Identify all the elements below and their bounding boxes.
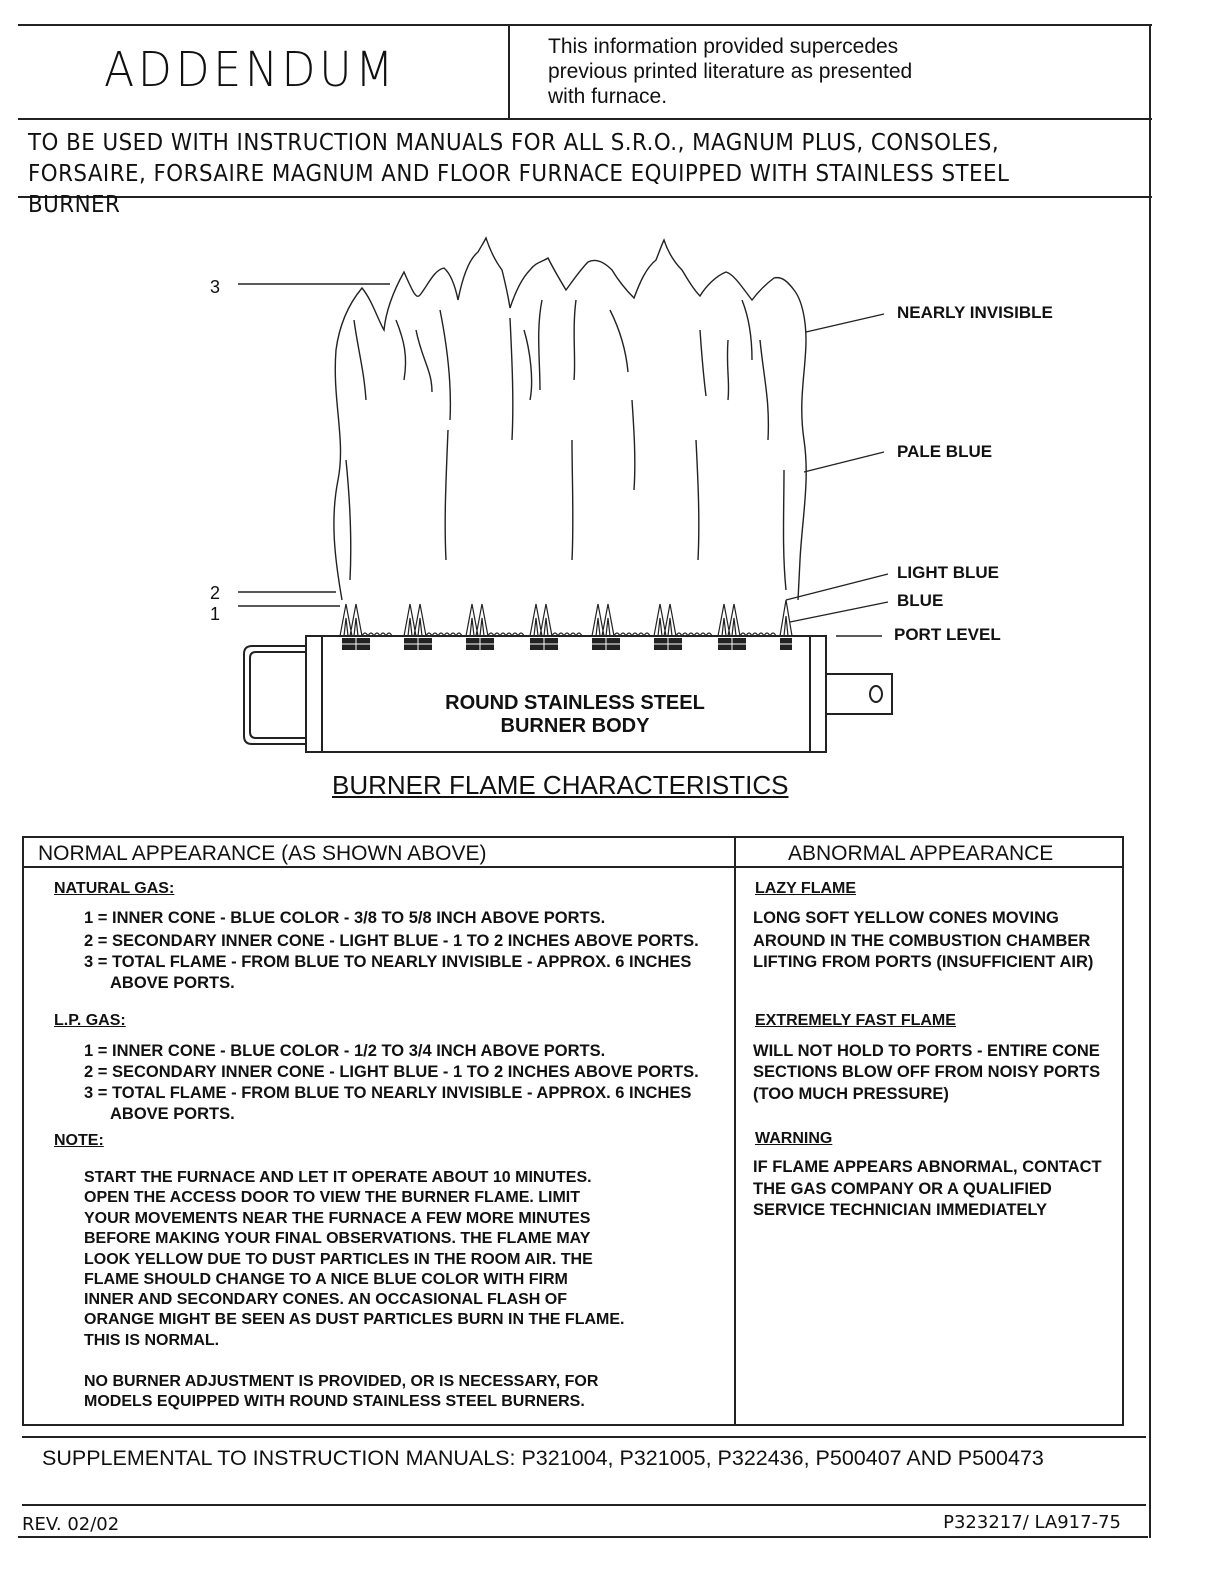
natural-gas-item: 2 = SECONDARY INNER CONE - LIGHT BLUE - … (84, 932, 699, 950)
lp-gas-item: 2 = SECONDARY INNER CONE - LIGHT BLUE - … (84, 1063, 699, 1081)
lp-gas-item: ABOVE PORTS. (110, 1105, 235, 1123)
leader-light-blue (785, 573, 889, 601)
supplemental-line: SUPPLEMENTAL TO INSTRUCTION MANUALS: P32… (42, 1446, 1044, 1470)
footer-rule-top (22, 1436, 1146, 1438)
addendum-title: ADDENDUM (104, 42, 398, 98)
warning-heading: WARNING (755, 1130, 833, 1147)
label-pale-blue: PALE BLUE (897, 442, 993, 461)
label-nearly-invisible: NEARLY INVISIBLE (897, 303, 1053, 322)
natural-gas-item: ABOVE PORTS. (110, 974, 235, 992)
natural-gas-item: 1 = INNER CONE - BLUE COLOR - 3/8 TO 5/8… (84, 909, 606, 927)
revision-label: REV. 02/02 (22, 1514, 120, 1535)
header-bottom-rule (18, 118, 1152, 120)
label-light-blue: LIGHT BLUE (897, 563, 999, 582)
note-line: ORANGE MIGHT BE SEEN AS DUST PARTICLES B… (84, 1311, 625, 1328)
abnormal-appearance-header: ABNORMAL APPEARANCE (788, 842, 1054, 865)
applies-bottom-rule (18, 196, 1152, 198)
fast-flame-line: (TOO MUCH PRESSURE) (753, 1085, 949, 1103)
leader-blue (789, 601, 889, 623)
label-port-level: PORT LEVEL (894, 625, 1001, 644)
footer-rule-bottom (18, 1536, 1148, 1538)
natural-gas-item: 3 = TOTAL FLAME - FROM BLUE TO NEARLY IN… (84, 953, 692, 971)
note-line: THIS IS NORMAL. (84, 1332, 220, 1349)
burner-flame-diagram (238, 236, 893, 753)
warning-line: SERVICE TECHNICIAN IMMEDIATELY (753, 1201, 1047, 1219)
footer-rule-middle (22, 1504, 1146, 1506)
note-heading: NOTE: (54, 1132, 104, 1149)
note-line: MODELS EQUIPPED WITH ROUND STAINLESS STE… (84, 1393, 585, 1410)
leader-pale-blue (803, 451, 885, 473)
note-line: NO BURNER ADJUSTMENT IS PROVIDED, OR IS … (84, 1373, 599, 1390)
lazy-flame-line: LONG SOFT YELLOW CONES MOVING (753, 909, 1059, 927)
header-divider (508, 24, 510, 120)
warning-line: IF FLAME APPEARS ABNORMAL, CONTACT (753, 1158, 1102, 1176)
table-left (22, 836, 24, 1426)
note-line: INNER AND SECONDARY CONES. AN OCCASIONAL… (84, 1291, 567, 1308)
table-column-divider (734, 836, 736, 1426)
note-line: FLAME SHOULD CHANGE TO A NICE BLUE COLOR… (84, 1271, 568, 1288)
table-header-rule (22, 866, 1124, 868)
supersede-notice: This information provided supercedes pre… (548, 35, 913, 108)
normal-appearance-header: NORMAL APPEARANCE (AS SHOWN ABOVE) (38, 842, 487, 865)
lp-gas-heading: L.P. GAS: (54, 1012, 126, 1029)
lazy-flame-line: AROUND IN THE COMBUSTION CHAMBER (753, 932, 1091, 950)
label-blue: BLUE (897, 591, 944, 610)
fast-flame-heading: EXTREMELY FAST FLAME (755, 1012, 956, 1029)
warning-line: THE GAS COMPANY OR A QUALIFIED (753, 1180, 1052, 1198)
note-line: YOUR MOVEMENTS NEAR THE FURNACE A FEW MO… (84, 1210, 591, 1227)
callout-number-1: 1 (210, 604, 221, 624)
lp-gas-item: 1 = INNER CONE - BLUE COLOR - 1/2 TO 3/4… (84, 1042, 606, 1060)
natural-gas-heading: NATURAL GAS: (54, 880, 175, 897)
flame-envelope (333, 236, 807, 601)
note-line: LOOK YELLOW DUE TO DUST PARTICLES IN THE… (84, 1251, 593, 1268)
table-top (22, 836, 1124, 838)
burner-body-label: ROUND STAINLESS STEEL BURNER BODY (445, 692, 705, 737)
figure-title: BURNER FLAME CHARACTERISTICS (332, 770, 789, 800)
applies-to-text: TO BE USED WITH INSTRUCTION MANUALS FOR … (28, 130, 1010, 218)
note-line: OPEN THE ACCESS DOOR TO VIEW THE BURNER … (84, 1189, 581, 1206)
lazy-flame-line: LIFTING FROM PORTS (INSUFFICIENT AIR) (753, 953, 1094, 971)
lazy-flame-heading: LAZY FLAME (755, 880, 857, 897)
fast-flame-line: SECTIONS BLOW OFF FROM NOISY PORTS (753, 1063, 1101, 1081)
callout-number-3: 3 (210, 277, 221, 297)
table-right (1122, 836, 1124, 1426)
note-line: BEFORE MAKING YOUR FINAL OBSERVATIONS. T… (84, 1230, 591, 1247)
callout-number-2: 2 (210, 583, 221, 603)
note-line: START THE FURNACE AND LET IT OPERATE ABO… (84, 1169, 592, 1186)
leader-nearly-invisible (805, 313, 885, 333)
fast-flame-line: WILL NOT HOLD TO PORTS - ENTIRE CONE (753, 1042, 1100, 1060)
table-bottom (22, 1424, 1124, 1426)
top-border (18, 24, 1152, 26)
lp-gas-item: 3 = TOTAL FLAME - FROM BLUE TO NEARLY IN… (84, 1084, 692, 1102)
right-border (1149, 24, 1151, 1538)
document-number: P323217/ LA917-75 (943, 1512, 1121, 1533)
